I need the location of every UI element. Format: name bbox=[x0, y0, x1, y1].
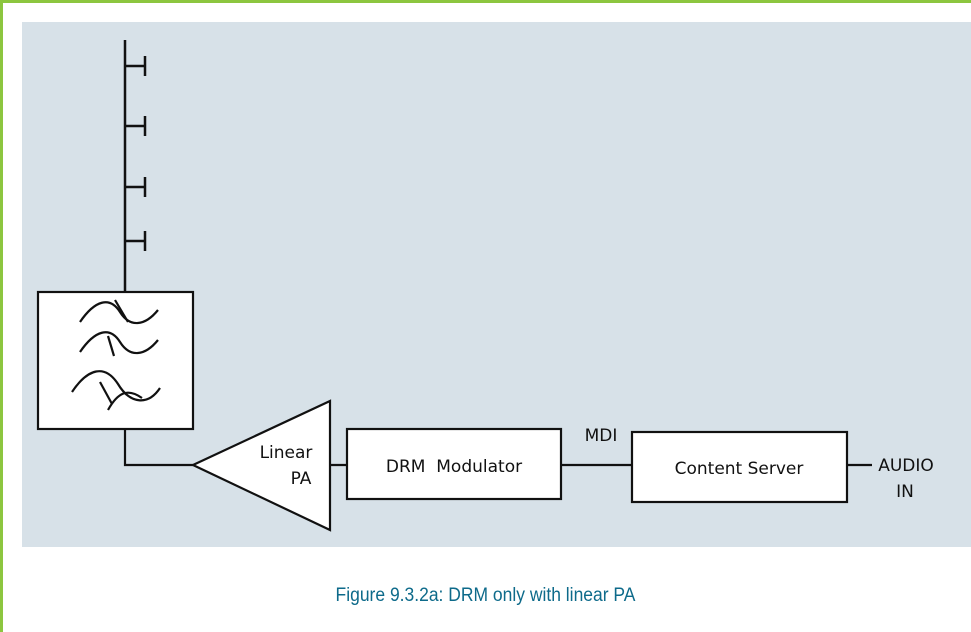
figure-caption: Figure 9.3.2a: DRM only with linear PA bbox=[335, 585, 636, 606]
content-server-block: Content Server bbox=[630, 430, 849, 504]
filter-icon bbox=[71, 299, 161, 411]
audio-in-label-line1: AUDIO bbox=[878, 456, 934, 476]
filter-to-pa-line bbox=[123, 429, 193, 467]
drm-modulator-block: DRM Modulator bbox=[345, 427, 563, 501]
antenna bbox=[123, 40, 147, 292]
audio-in-label-line2: IN bbox=[896, 482, 914, 502]
mdi-label: MDI bbox=[585, 426, 618, 446]
content-server-label: Content Server bbox=[675, 459, 804, 479]
amplifier-label-line2: PA bbox=[291, 469, 312, 489]
amplifier-label-line1: Linear bbox=[260, 443, 313, 463]
linear-pa-amplifier: Linear PA bbox=[190, 399, 332, 532]
modulator-label: DRM Modulator bbox=[386, 457, 522, 477]
filter-block bbox=[36, 290, 195, 431]
